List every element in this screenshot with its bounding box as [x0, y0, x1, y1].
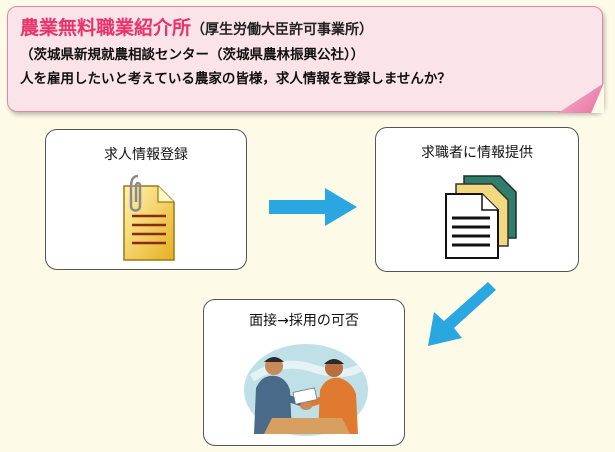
- stacked-documents-icon: [445, 175, 517, 259]
- clipboard-document-icon: [123, 174, 175, 261]
- arrow-right-icon: [269, 188, 357, 226]
- header-title-line: 農業無料職業紹介所（厚生労働大臣許可事業所）: [20, 15, 590, 43]
- arrow-down-left-icon: [428, 282, 496, 346]
- step-box-register: 求人情報登録: [45, 129, 247, 270]
- office-title: 農業無料職業紹介所: [20, 17, 192, 39]
- step-box-provide-info: 求職者に情報提供: [375, 127, 579, 272]
- header-banner: 農業無料職業紹介所（厚生労働大臣許可事業所） （茨城県新規就農相談センター（茨城…: [7, 6, 604, 113]
- office-affiliation: （茨城県新規就農相談センター（茨城県農林振興公社））: [20, 47, 365, 63]
- invitation-text: 人を雇用したいと考えている農家の皆様，求人情報を登録しませんか？: [20, 71, 451, 87]
- interview-handshake-illustration: [244, 344, 368, 436]
- step-label-interview: 面接→採用の可否: [249, 313, 359, 329]
- step-label-provide-info: 求職者に情報提供: [421, 145, 533, 161]
- step-label-register: 求人情報登録: [104, 147, 188, 163]
- office-license: （厚生労働大臣許可事業所）: [191, 22, 374, 38]
- step-box-interview: 面接→採用の可否: [203, 299, 405, 446]
